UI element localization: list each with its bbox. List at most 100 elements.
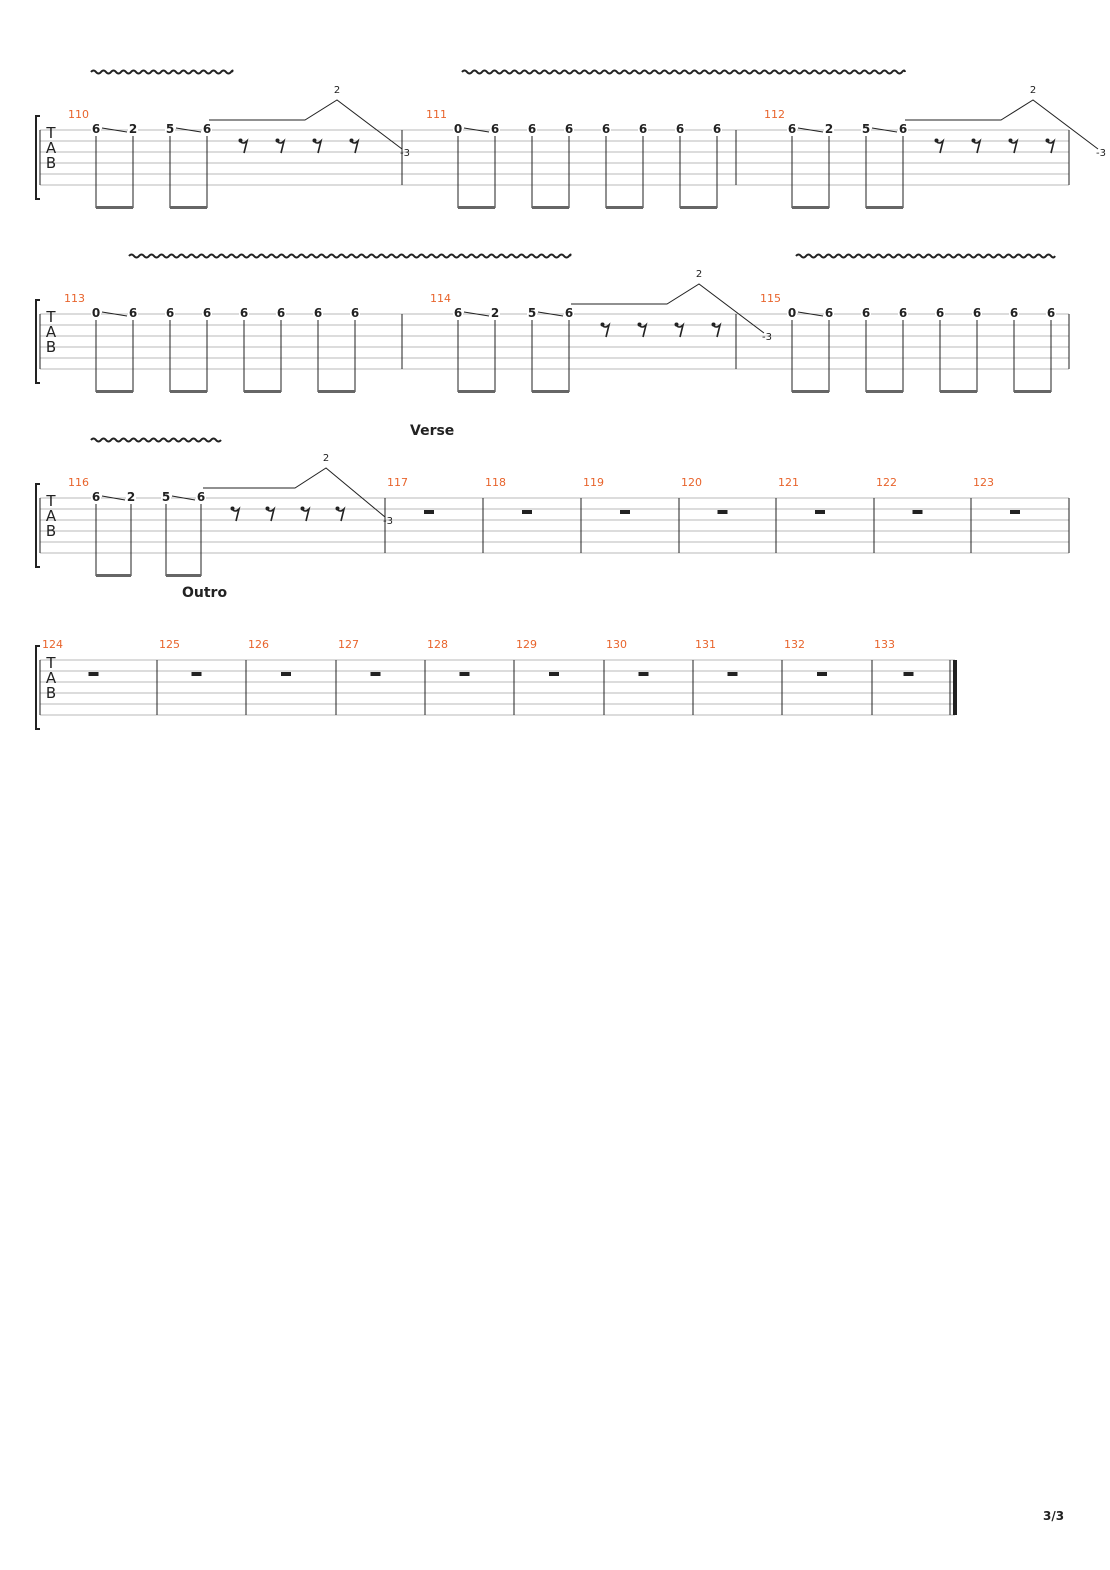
note-beam — [96, 206, 133, 209]
fret-number: 6 — [936, 306, 944, 320]
fret-background — [861, 305, 871, 318]
fret-background — [350, 305, 360, 318]
measure-number: 128 — [427, 638, 448, 651]
fret-number: 6 — [862, 306, 870, 320]
note-beam — [532, 206, 569, 209]
fret-number: 6 — [825, 306, 833, 320]
fret-number: 6 — [1010, 306, 1018, 320]
section-label: Verse — [410, 423, 454, 439]
fret-background — [202, 121, 212, 134]
fret-number: 2 — [127, 490, 135, 504]
page-number: 3/3 — [1043, 1509, 1065, 1523]
vibrato-marking — [90, 437, 222, 443]
fret-number: 0 — [788, 306, 796, 320]
fret-background — [196, 489, 206, 502]
tab-clef-letter: T — [45, 308, 56, 326]
eighth-rest — [350, 138, 360, 154]
fret-number: 6 — [899, 122, 907, 136]
system-bracket — [35, 645, 40, 730]
measure-number: 118 — [485, 476, 506, 489]
tab-clef-letter: A — [46, 507, 57, 525]
note-beam — [866, 206, 903, 209]
section-label: Outro — [182, 585, 227, 601]
fret-background — [564, 121, 574, 134]
note-beam — [1014, 390, 1051, 393]
system-bracket — [35, 299, 40, 384]
whole-rest — [620, 510, 630, 514]
measure-number: 111 — [426, 108, 447, 121]
fret-number: 6 — [166, 306, 174, 320]
release-value: -3 — [1096, 148, 1106, 159]
fret-number: 6 — [1047, 306, 1055, 320]
vibrato-marking — [128, 253, 572, 259]
fret-background — [490, 121, 500, 134]
eighth-rest — [1009, 138, 1019, 154]
release-value: -3 — [383, 516, 393, 527]
tab-clef-letter: B — [46, 338, 56, 356]
eighth-rest — [336, 506, 346, 522]
measure-number: 125 — [159, 638, 180, 651]
fret-number: 6 — [203, 122, 211, 136]
fret-number: 2 — [129, 122, 137, 136]
fret-background — [91, 305, 101, 318]
fret-number: 6 — [314, 306, 322, 320]
fret-background — [239, 305, 249, 318]
fret-number: 6 — [129, 306, 137, 320]
fret-background — [564, 305, 574, 318]
fret-number: 6 — [197, 490, 205, 504]
slide-line — [463, 311, 490, 317]
whole-rest — [370, 672, 381, 676]
eighth-rest — [675, 322, 685, 338]
whole-rest — [549, 672, 559, 676]
measure-number: 110 — [68, 108, 89, 121]
fret-background — [898, 305, 908, 318]
fret-background — [126, 489, 136, 502]
eighth-rest-dot — [674, 322, 679, 327]
measure-number: 124 — [42, 638, 63, 651]
bend-line — [571, 283, 765, 334]
eighth-rest — [601, 322, 611, 338]
fret-background — [161, 489, 171, 502]
release-value: -3 — [762, 332, 772, 343]
tab-clef-letter: A — [46, 139, 57, 157]
note-beam — [532, 390, 569, 393]
measure-number: 115 — [760, 292, 781, 305]
note-beam — [458, 206, 495, 209]
note-beam — [866, 390, 903, 393]
eighth-rest-dot — [335, 506, 340, 511]
slide-line — [537, 311, 564, 317]
eighth-rest-dot — [1045, 138, 1050, 143]
fret-background — [1046, 305, 1056, 318]
whole-rest — [281, 672, 291, 676]
eighth-rest-dot — [238, 138, 243, 143]
eighth-rest — [313, 138, 323, 154]
slide-line — [101, 311, 128, 317]
tab-clef-letter: T — [45, 654, 56, 672]
eighth-rest-dot — [637, 322, 642, 327]
note-beam — [792, 206, 829, 209]
note-beam — [244, 390, 281, 393]
measure-number: 113 — [64, 292, 85, 305]
measure-number: 130 — [606, 638, 627, 651]
eighth-rest — [935, 138, 945, 154]
fret-number: 2 — [491, 306, 499, 320]
measure-number: 129 — [516, 638, 537, 651]
fret-background — [128, 305, 138, 318]
tab-clef-letter: B — [46, 522, 56, 540]
fret-background — [453, 305, 463, 318]
whole-rest — [459, 672, 470, 676]
fret-number: 6 — [676, 122, 684, 136]
note-beam — [792, 390, 829, 393]
note-beam — [96, 574, 131, 577]
fret-background — [91, 121, 101, 134]
fret-number: 0 — [454, 122, 462, 136]
tab-clef-letter: B — [46, 154, 56, 172]
fret-background — [276, 305, 286, 318]
eighth-rest-dot — [711, 322, 716, 327]
fret-background — [787, 121, 797, 134]
bend-value: 2 — [334, 85, 340, 96]
whole-rest — [638, 672, 649, 676]
vibrato-marking — [461, 69, 906, 75]
fret-number: 0 — [92, 306, 100, 320]
